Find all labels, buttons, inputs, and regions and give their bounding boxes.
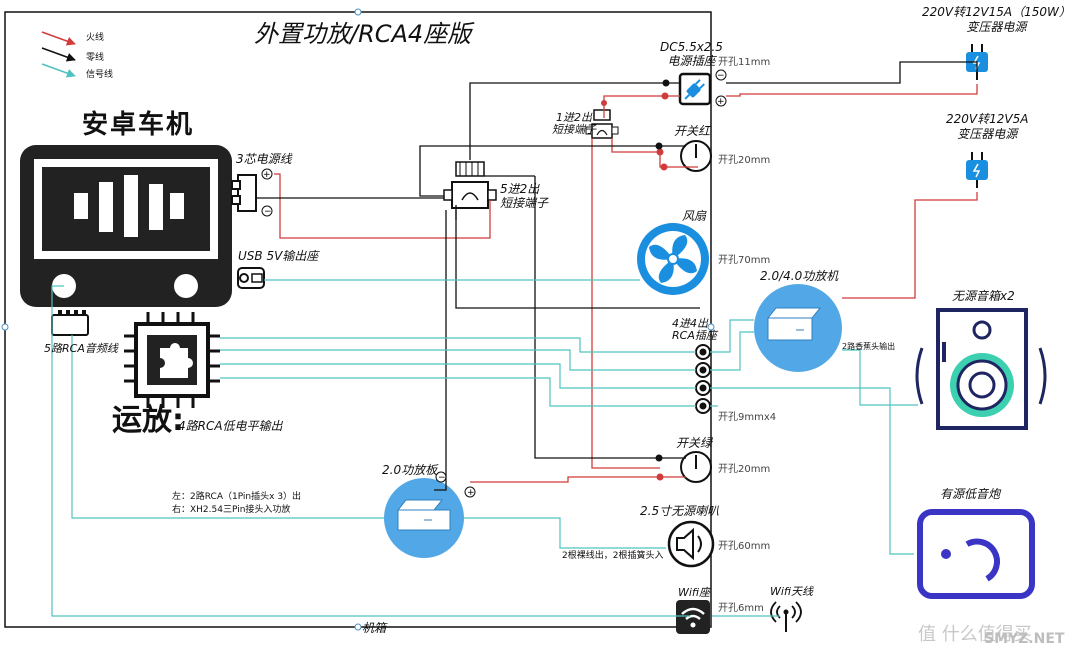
- speaker-hole: 开孔60mm: [718, 541, 771, 552]
- switch-red-hole: 开孔20mm: [718, 155, 771, 166]
- amp-machine-icon: [754, 284, 842, 372]
- legend-fire-label: 火线: [86, 33, 105, 43]
- dc-socket-label: DC5.5x2.5 电源插座: [660, 40, 723, 68]
- rca-socket-label: 4进4出 RCA插座: [672, 317, 717, 342]
- svg-text:−: −: [717, 71, 725, 81]
- psu-150w-label: 220V转12V15A（150W） 变压器电源: [922, 5, 1071, 34]
- amp-board-label: 2.0功放板: [382, 463, 438, 477]
- wifi-antenna-label: Wifi天线: [770, 585, 814, 598]
- usb-socket-label: USB 5V输出座: [238, 249, 319, 263]
- op-amp-label: 运放:: [112, 403, 184, 438]
- svg-text:+: +: [263, 170, 271, 180]
- head-unit-icon: [20, 145, 232, 307]
- wifi-socket-label: Wifi座: [678, 586, 711, 599]
- passive-speaker-icon: [915, 308, 1047, 430]
- diagram-title: 外置功放/RCA4座版: [254, 20, 472, 48]
- usb-socket-icon: [237, 267, 265, 289]
- rca-cable-connector-icon: [51, 310, 89, 336]
- wifi-hole: 开孔6mm: [718, 603, 764, 614]
- rca-wiring-note: 左：2路RCA（1Pin插头x 3）出 右：XH2.54三Pin接头入功放: [172, 492, 302, 515]
- passive-speaker-label: 无源音箱x2: [952, 289, 1015, 303]
- svg-text:+: +: [717, 97, 725, 107]
- fan-hole: 开孔70mm: [718, 255, 771, 266]
- psu-5a-label: 220V转12V5A 变压器电源: [946, 112, 1029, 141]
- svg-text:−: −: [438, 473, 446, 483]
- switch-red-label: 开关红: [674, 124, 711, 138]
- rca-hole: 开孔9mmx4: [718, 412, 777, 423]
- watermark-brand: 值 什么值得买: [918, 624, 1032, 645]
- fan-label: 风扇: [682, 209, 707, 223]
- wifi-antenna-icon: [770, 601, 802, 632]
- svg-text:+: +: [467, 488, 475, 498]
- svg-text:−: −: [264, 207, 272, 217]
- switch-green-icon: [680, 451, 712, 483]
- switch-red-icon: [680, 140, 712, 172]
- head-unit-label: 安卓车机: [82, 110, 195, 140]
- subwoofer-icon: [917, 509, 1035, 599]
- rca-jacks-icon: [695, 344, 711, 414]
- terminal-5in2out-label: 5进2出 短接端子: [500, 182, 549, 210]
- watermark-domain: SMYZ.NET: [984, 631, 1065, 647]
- op-amp-output-label: 4路RCA低电平输出: [178, 419, 283, 433]
- dc-socket-icon: − +: [678, 69, 727, 107]
- terminal-5in2out-icon: [443, 161, 497, 209]
- speaker-wiring-note: 2根裸线出，2根插簧头入: [562, 551, 664, 561]
- psu-5a-plug-icon: [966, 152, 988, 188]
- terminal-1in2out-label: 1进2出 短接端子: [552, 111, 596, 136]
- switch-green-label: 开关绿: [676, 436, 713, 450]
- op-amp-chip-icon: [124, 312, 220, 408]
- power-cable-label: 3芯电源线: [236, 152, 292, 166]
- two-way-out-note: 2路香蕉头输出: [842, 342, 896, 351]
- amp-board-icon: − +: [384, 471, 476, 558]
- legend-signal-label: 信号线: [86, 70, 114, 80]
- switch-green-hole: 开孔20mm: [718, 464, 771, 475]
- speaker-small-label: 2.5寸无源喇叭: [640, 504, 720, 518]
- wifi-socket-icon: [676, 600, 710, 634]
- chassis-label: 机箱: [362, 621, 387, 635]
- terminal-1in2out-icon: [585, 109, 619, 139]
- plug-3pin-icon: + −: [231, 168, 273, 217]
- dc-hole: 开孔11mm: [718, 57, 771, 68]
- fan-icon: [637, 223, 709, 295]
- legend-neutral-label: 零线: [86, 53, 105, 63]
- speaker-small-icon: [667, 520, 715, 568]
- rca-cable-label: 5路RCA音频线: [44, 342, 118, 355]
- subwoofer-label: 有源低音炮: [940, 487, 1001, 501]
- amp-machine-label: 2.0/4.0功放机: [760, 269, 839, 283]
